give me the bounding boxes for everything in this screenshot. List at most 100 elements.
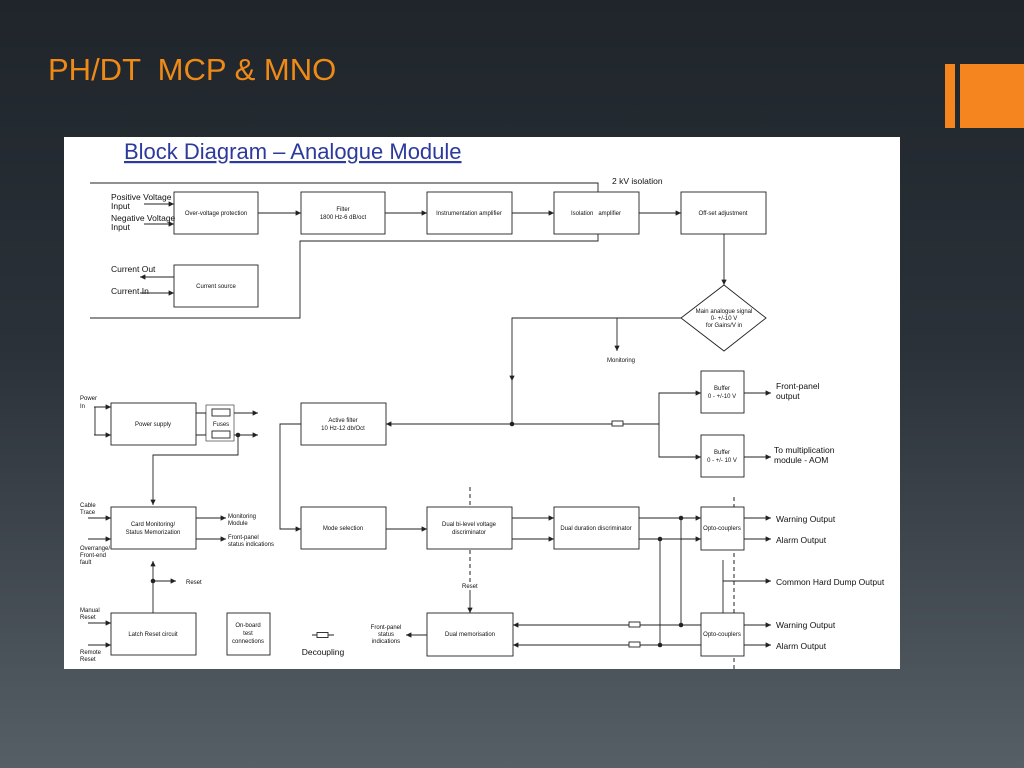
label-onboard-1: On-board [235,623,260,629]
overrange-1: Overrange/ [80,546,110,552]
alarm-output-2: Alarm Output [776,641,827,651]
remote-reset-2: Reset [80,657,96,663]
label-main-signal-1: Main analogue signal [696,309,753,315]
fp-status-1: Front-panel [228,535,259,541]
block-power-supply [110,402,197,446]
remote-reset-1: Remote [80,650,102,656]
block-dual-memorisation [426,612,514,657]
annotations: 2 kV isolation Positive Voltage Input Ne… [80,176,663,663]
block-diagram: Block Diagram – Analogue Module [64,137,900,669]
label-onboard-3: connections [232,639,264,645]
block-opto-couplers-2 [700,612,745,657]
block-current-source [173,264,259,308]
front-panel-output-2: output [776,391,800,401]
power-in-1: Power [80,396,97,402]
label-buffer1-2: 0 - +/-10 V [708,394,736,400]
isolation-label: 2 kV isolation [612,176,663,186]
label-buffer2-1: Buffer [714,450,730,456]
accent-bar [945,64,955,128]
label-main-signal-2: 0- +/-10 V [711,316,738,322]
fp-status2-2: status [378,632,394,638]
manual-reset-2: Reset [80,615,96,621]
block-opto-couplers-1 [700,506,745,551]
block-instrumentation-amp [426,191,513,235]
block-isolation-amp [553,191,640,235]
block-bilevel-discriminator [426,506,513,550]
label-opto2: Opto-couplers [703,632,741,638]
label-opto1: Opto-couplers [703,526,741,532]
label-fuses: Fuses [213,422,229,428]
reset-label-1: Reset [186,580,202,586]
warning-output-2: Warning Output [776,620,836,630]
overrange-3: fault [80,560,92,566]
alarm-output-1: Alarm Output [776,535,827,545]
block-active-filter [300,402,387,446]
cable-trace-2: Trace [80,510,96,516]
block-buffer-1 [700,370,745,414]
label-buffer2-2: 0 - +/- 10 V [707,458,737,464]
label-dual-memo: Dual memorisation [445,632,495,638]
aom-output-1: To multiplication [774,445,835,455]
label-buffer1-1: Buffer [714,386,730,392]
block-offset-adjustment [680,191,767,235]
label-over-voltage: Over-voltage protection [185,211,247,217]
label-current-source: Current source [196,284,236,290]
hard-dump-output: Common Hard Dump Output [776,577,885,587]
block-over-voltage [173,191,259,235]
label-offset: Off-set adjustment [699,211,748,217]
negative-input-1: Negative Voltage [111,213,176,223]
label-bilevel-2: discriminator [452,530,486,536]
monitoring-module-1: Monitoring [228,514,256,520]
current-in: Current In [111,286,149,296]
diagram-canvas: Block Diagram – Analogue Module [80,139,885,669]
front-panel-output-1: Front-panel [776,381,820,391]
label-main-signal-3: for Gains/V in [706,323,742,329]
diagram-wires [88,182,771,669]
manual-reset-1: Manual [80,608,100,614]
block-mode-selection [300,506,387,550]
label-card-monitoring-1: Card Monitoring/ [131,522,176,528]
label-instr-amp: Instrumentation amplifier [436,211,502,217]
label-onboard-2: test [243,631,253,637]
block-buffer-2 [700,434,745,478]
outputs: Front-panel output To multiplication mod… [774,381,885,651]
aom-output-2: module - AOM [774,455,828,465]
label-active-filter-2: 10 Hz-12 db/Oct [321,426,365,432]
monitoring-module-2: Module [228,521,248,527]
block-card-monitoring [110,506,197,550]
block-main-signal-diamond [680,284,767,352]
monitoring-label: Monitoring [607,358,635,364]
warning-output-1: Warning Output [776,514,836,524]
block-labels: Over-voltage protection Filter 1800 Hz-6… [126,207,753,645]
label-active-filter-1: Active filter [328,418,357,424]
slide-title: PH/DT MCP & MNO [48,52,337,87]
power-in-2: In [80,404,85,410]
fp-status2-3: indications [372,639,400,645]
decoupling-label: Decoupling [302,647,345,657]
label-duration: Dual duration discriminator [560,526,631,532]
block-filter [300,191,386,235]
current-out: Current Out [111,264,156,274]
negative-input-2: Input [111,222,131,232]
overrange-2: Front-end [80,553,106,559]
diagram-title: Block Diagram – Analogue Module [124,139,462,164]
cable-trace-1: Cable [80,503,96,509]
block-duration-discriminator [553,506,640,550]
block-onboard-test [226,612,271,656]
positive-input-1: Positive Voltage [111,192,172,202]
label-isolation-amp: Isolation amplifier [571,211,621,217]
block-latch-reset [110,612,197,656]
label-latch-reset: Latch Reset circuit [128,632,178,638]
label-mode-selection: Mode selection [323,526,363,532]
fp-status2-1: Front-panel [371,625,402,631]
label-power-supply: Power supply [135,422,171,428]
label-bilevel-1: Dual bi-level voltage [442,522,497,528]
label-filter-2: 1800 Hz-6 dB/oct [320,215,367,221]
reset-label-2: Reset [462,584,478,590]
accent-block [960,64,1024,128]
label-card-monitoring-2: Status Memorization [126,530,181,536]
diagram-blocks [110,191,767,657]
fp-status-2: status indications [228,542,274,548]
label-filter-1: Filter [336,207,349,213]
positive-input-2: Input [111,201,131,211]
